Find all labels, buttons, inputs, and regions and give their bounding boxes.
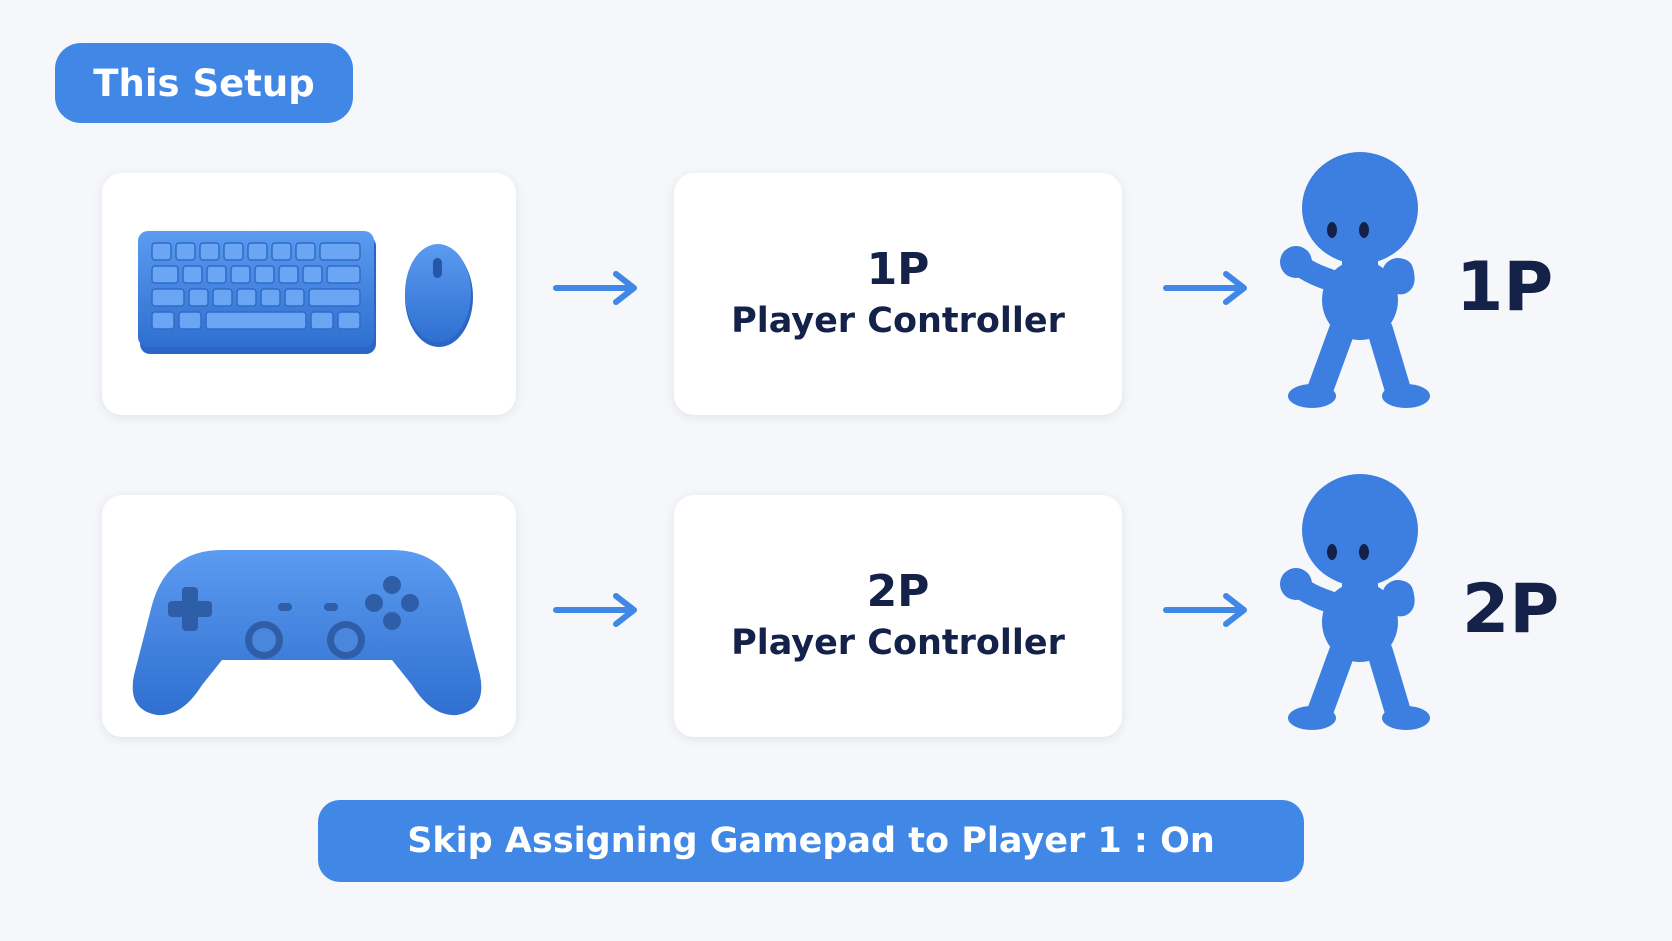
arrow-right-icon — [1163, 593, 1247, 627]
gamepad-card — [102, 495, 516, 737]
controller-name: Player Controller — [731, 623, 1065, 663]
skip-gamepad-status-badge: Skip Assigning Gamepad to Player 1 : On — [318, 800, 1304, 882]
keyboard-mouse-card — [102, 173, 516, 415]
fighter-figure-icon — [1280, 474, 1430, 730]
player-label: 2P — [1462, 570, 1560, 649]
controller-number: 2P — [866, 566, 930, 617]
player-label: 1P — [1456, 248, 1554, 327]
arrow-right-icon — [553, 593, 637, 627]
skip-gamepad-status-text: Skip Assigning Gamepad to Player 1 : On — [407, 821, 1215, 861]
setup-title: This Setup — [93, 61, 315, 105]
fighter-figure-icon — [1280, 152, 1430, 408]
player-controller-card: 1P Player Controller — [674, 173, 1122, 415]
setup-title-badge: This Setup — [55, 43, 353, 123]
arrow-right-icon — [553, 271, 637, 305]
arrow-right-icon — [1163, 271, 1247, 305]
keyboard-mouse-icon — [138, 231, 473, 354]
player-controller-card: 2P Player Controller — [674, 495, 1122, 737]
controller-name: Player Controller — [731, 301, 1065, 341]
controller-number: 1P — [866, 244, 930, 295]
gamepad-icon — [132, 550, 482, 716]
